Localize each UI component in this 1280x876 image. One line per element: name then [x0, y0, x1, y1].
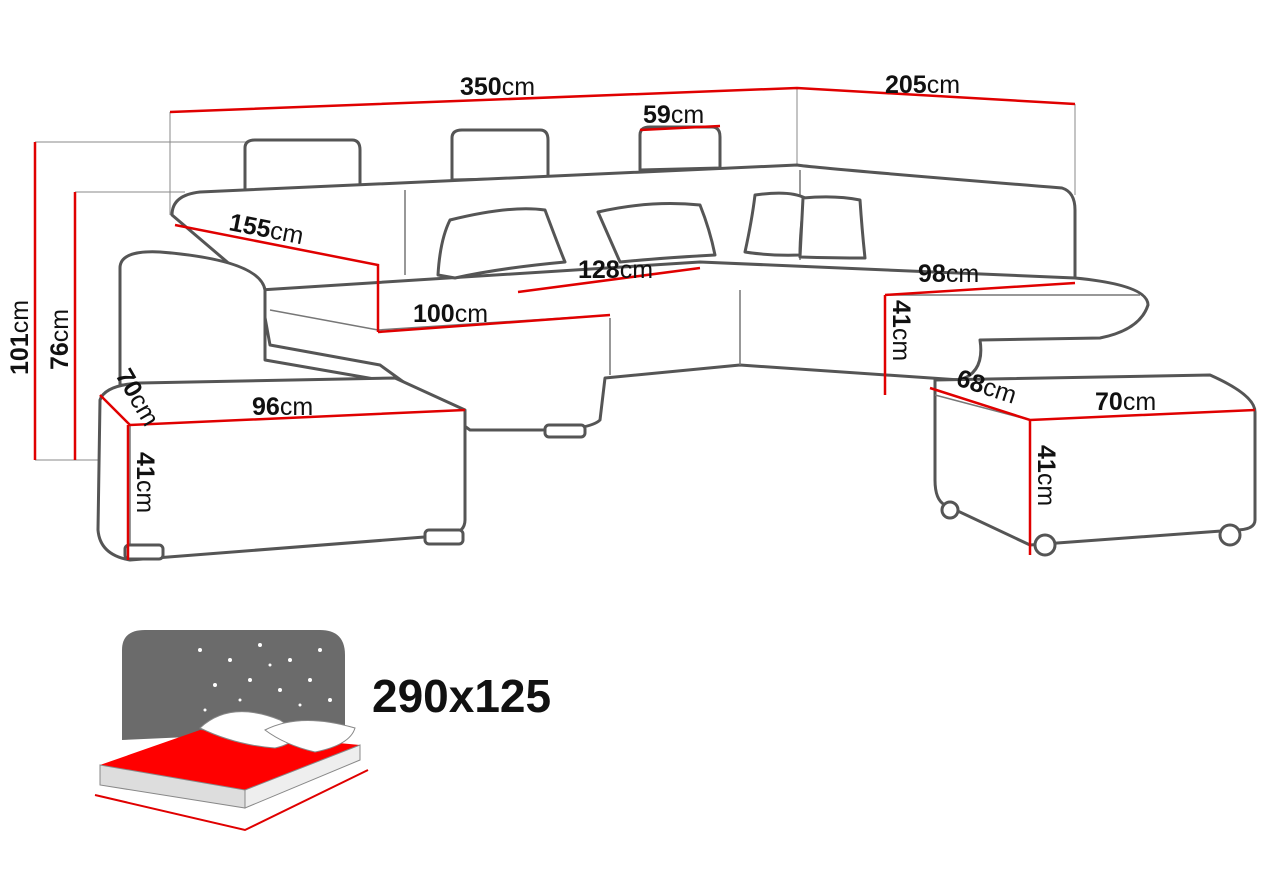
label-seat-height: 41cm: [887, 300, 915, 361]
label-back-height: 76cm: [46, 309, 74, 370]
chaise-foot: [543, 423, 587, 439]
ottoman-left-foot: [123, 543, 165, 561]
cushion-4: [798, 195, 867, 260]
bed-size: 290x125: [372, 670, 551, 722]
label-middle-seat: 128cm: [578, 256, 653, 284]
ottoman-right: [933, 373, 1257, 547]
cushion-1: [436, 207, 567, 280]
label-right-seat: 98cm: [918, 260, 979, 288]
headrest-left: [243, 138, 362, 192]
sofa-outline: [96, 125, 1257, 562]
label-ottoman-left-width: 96cm: [252, 393, 313, 421]
label-chaise-width: 100cm: [413, 300, 488, 328]
dimension-lines: [33, 86, 1256, 560]
left-arm: [118, 250, 382, 387]
label-headrest: 59cm: [643, 101, 704, 129]
cushion-3: [743, 191, 807, 257]
bed-icon: [94, 630, 369, 832]
ottoman-left-foot: [423, 528, 465, 546]
guide-lines: [35, 88, 1076, 461]
label-ottoman-right-height: 41cm: [1032, 445, 1060, 506]
label-total-width: 350cm: [460, 73, 535, 101]
label-ottoman-left-height: 41cm: [131, 452, 159, 513]
headrest-middle: [450, 128, 550, 182]
label-ottoman-right-width: 70cm: [1095, 388, 1156, 416]
label-total-height: 101cm: [6, 300, 34, 375]
label-side-width: 205cm: [885, 71, 960, 99]
headrest-right: [638, 125, 722, 172]
cushion-2: [596, 202, 717, 264]
